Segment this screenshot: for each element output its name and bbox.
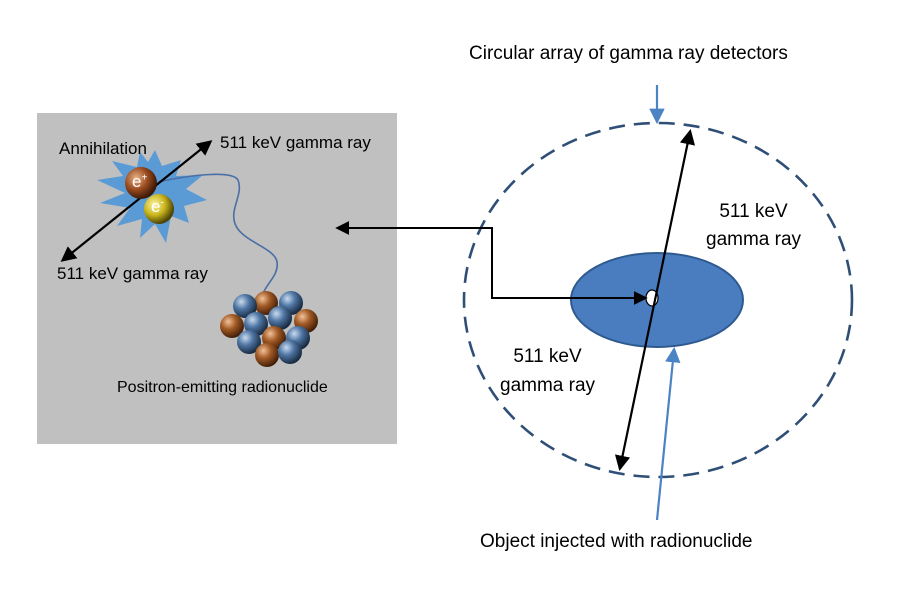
electron-sphere bbox=[144, 194, 174, 224]
positron-sphere bbox=[125, 167, 157, 199]
object-pointer-arrow bbox=[655, 346, 681, 521]
inset-gamma-ray-label-bottom: 511 keV gamma ray bbox=[57, 264, 208, 283]
gamma-ray-label-right: 511 keV gamma ray bbox=[706, 201, 802, 250]
positron-trail bbox=[157, 173, 278, 297]
positron-label: e+ bbox=[132, 172, 148, 191]
annihilation-label: Annihilation bbox=[59, 139, 147, 158]
detector-array-label: Circular array of gamma ray detectors bbox=[469, 43, 788, 64]
gamma-ray-line bbox=[614, 128, 696, 472]
zoom-connector-arrow bbox=[335, 221, 648, 305]
inset-gamma-ray-line bbox=[60, 140, 213, 262]
radionuclide-nucleus bbox=[220, 291, 318, 367]
inset-gamma-ray-label-top: 511 keV gamma ray bbox=[220, 133, 371, 152]
radionuclide-label: Positron-emitting radionuclide bbox=[117, 379, 328, 396]
electron-label: e- bbox=[151, 197, 164, 216]
object-label: Object injected with radionuclide bbox=[480, 531, 753, 552]
gamma-ray-label-left: 511 keV gamma ray bbox=[500, 346, 596, 396]
